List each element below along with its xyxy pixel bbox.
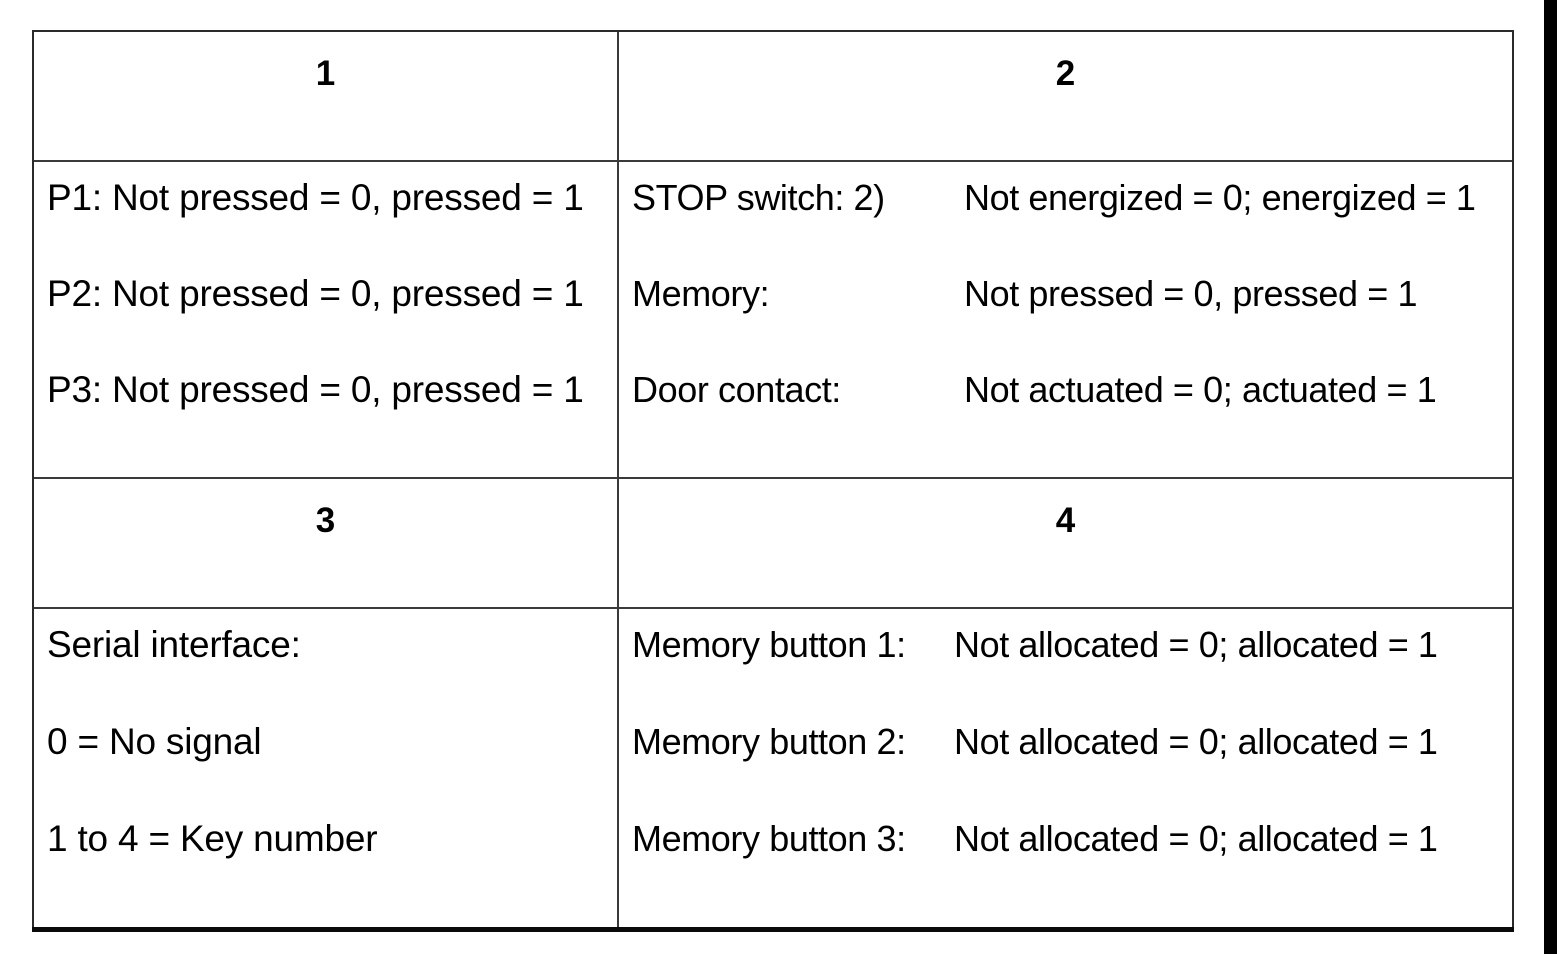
signal-value: Not actuated = 0; actuated = 1 (964, 369, 1437, 410)
quadrant-3-cell: Serial interface: 0 = No signal 1 to 4 =… (32, 607, 619, 930)
signal-label: Door contact: (632, 369, 841, 410)
signal-value: Not energized = 0; energized = 1 (964, 177, 1476, 218)
quadrant-2-number-cell: 2 (617, 30, 1514, 162)
list-item: Memory: Not pressed = 0, pressed = 1 (619, 272, 1512, 368)
table-row-content-top: P1: Not pressed = 0, pressed = 1 P2: Not… (32, 159, 1514, 480)
list-item: Memory button 1: Not allocated = 0; allo… (619, 623, 1512, 720)
signal-assignment-table: 1 2 P1: Not pressed = 0, pressed = 1 P2:… (32, 30, 1514, 932)
signal-text: Serial interface: (47, 624, 301, 666)
quadrant-1-cell: P1: Not pressed = 0, pressed = 1 P2: Not… (32, 159, 619, 480)
signal-list: Memory button 1: Not allocated = 0; allo… (619, 609, 1512, 924)
quadrant-4-number-cell: 4 (617, 477, 1514, 610)
signal-value: Not pressed = 0, pressed = 1 (964, 273, 1418, 314)
signal-value: Not allocated = 0; allocated = 1 (954, 818, 1438, 860)
quadrant-number: 3 (315, 501, 336, 541)
table-row-content-bottom: Serial interface: 0 = No signal 1 to 4 =… (32, 607, 1514, 930)
quadrant-number: 2 (1055, 54, 1076, 93)
quadrant-3-number-cell: 3 (32, 477, 619, 610)
list-item: 1 to 4 = Key number (34, 817, 617, 914)
list-item: Memory button 3: Not allocated = 0; allo… (619, 817, 1512, 914)
signal-text: 1 to 4 = Key number (47, 818, 378, 860)
table-row-headers-top: 1 2 (32, 30, 1514, 162)
quadrant-number: 4 (1055, 501, 1076, 541)
signal-list: Serial interface: 0 = No signal 1 to 4 =… (34, 609, 617, 924)
list-item: Door contact: Not actuated = 0; actuated… (619, 368, 1512, 464)
signal-text: 0 = No signal (47, 721, 262, 763)
list-item: 0 = No signal (34, 720, 617, 817)
signal-label: Memory button 1: (632, 624, 906, 666)
signal-value: Not allocated = 0; allocated = 1 (954, 624, 1438, 666)
signal-text: P3: Not pressed = 0, pressed = 1 (47, 369, 584, 410)
list-item: Serial interface: (34, 623, 617, 720)
quadrant-4-cell: Memory button 1: Not allocated = 0; allo… (617, 607, 1514, 930)
quadrant-1-number-cell: 1 (32, 30, 619, 162)
signal-label: STOP switch: 2) (632, 177, 885, 218)
list-item: P1: Not pressed = 0, pressed = 1 (34, 176, 617, 272)
quadrant-2-cell: STOP switch: 2) Not energized = 0; energ… (617, 159, 1514, 480)
signal-label: Memory button 3: (632, 818, 906, 860)
scan-edge-bar (1544, 0, 1557, 954)
table-row-headers-bottom: 3 4 (32, 477, 1514, 610)
signal-label: Memory: (632, 273, 770, 314)
list-item: P3: Not pressed = 0, pressed = 1 (34, 368, 617, 464)
list-item: P2: Not pressed = 0, pressed = 1 (34, 272, 617, 368)
signal-label: Memory button 2: (632, 721, 906, 763)
list-item: Memory button 2: Not allocated = 0; allo… (619, 720, 1512, 817)
quadrant-number: 1 (315, 54, 336, 93)
signal-text: P1: Not pressed = 0, pressed = 1 (47, 177, 584, 218)
signal-list: P1: Not pressed = 0, pressed = 1 P2: Not… (34, 162, 617, 474)
list-item: STOP switch: 2) Not energized = 0; energ… (619, 176, 1512, 272)
signal-value: Not allocated = 0; allocated = 1 (954, 721, 1438, 763)
signal-text: P2: Not pressed = 0, pressed = 1 (47, 273, 584, 314)
signal-list: STOP switch: 2) Not energized = 0; energ… (619, 162, 1512, 474)
table: 1 2 P1: Not pressed = 0, pressed = 1 P2:… (32, 30, 1514, 930)
